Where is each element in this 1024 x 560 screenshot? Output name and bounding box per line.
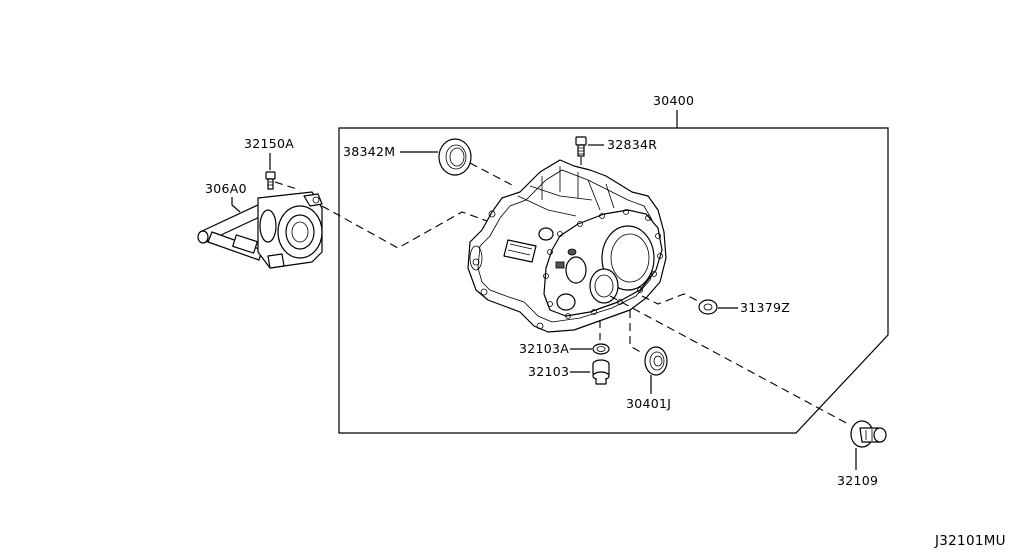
bushing-part bbox=[698, 299, 718, 315]
label-31379Z: 31379Z bbox=[740, 300, 790, 315]
dash-32150A bbox=[274, 181, 301, 191]
leader-306A0 bbox=[231, 197, 241, 213]
label-32103: 32103 bbox=[528, 364, 569, 379]
dash-306A0 bbox=[321, 205, 491, 249]
label-32103A: 32103A bbox=[519, 341, 569, 356]
dash-32109 bbox=[609, 295, 851, 426]
label-32109: 32109 bbox=[837, 473, 878, 488]
drain-plug-part bbox=[592, 359, 610, 385]
release-bearing-part bbox=[197, 191, 323, 269]
shaft-plug-part bbox=[850, 420, 887, 448]
diagram-code: J32101MU bbox=[934, 533, 1006, 549]
dash-31379Z bbox=[641, 293, 701, 305]
label-38342M: 38342M bbox=[343, 144, 395, 159]
breather-bolt-part bbox=[575, 136, 587, 157]
label-30400: 30400 bbox=[653, 93, 694, 108]
assembly-frame bbox=[338, 127, 889, 434]
label-32834R: 32834R bbox=[607, 137, 657, 152]
label-30401J: 30401J bbox=[626, 396, 671, 411]
transmission-housing-part bbox=[467, 159, 667, 333]
oil-seal-small-part bbox=[644, 346, 668, 376]
dash-30401J bbox=[629, 310, 645, 355]
release-bolt-part bbox=[265, 171, 276, 190]
oil-seal-large-part bbox=[438, 138, 472, 176]
label-32150A: 32150A bbox=[244, 136, 294, 151]
gasket-washer-part bbox=[592, 343, 610, 355]
dash-38342M bbox=[469, 162, 513, 186]
label-306A0: 306A0 bbox=[205, 181, 247, 196]
